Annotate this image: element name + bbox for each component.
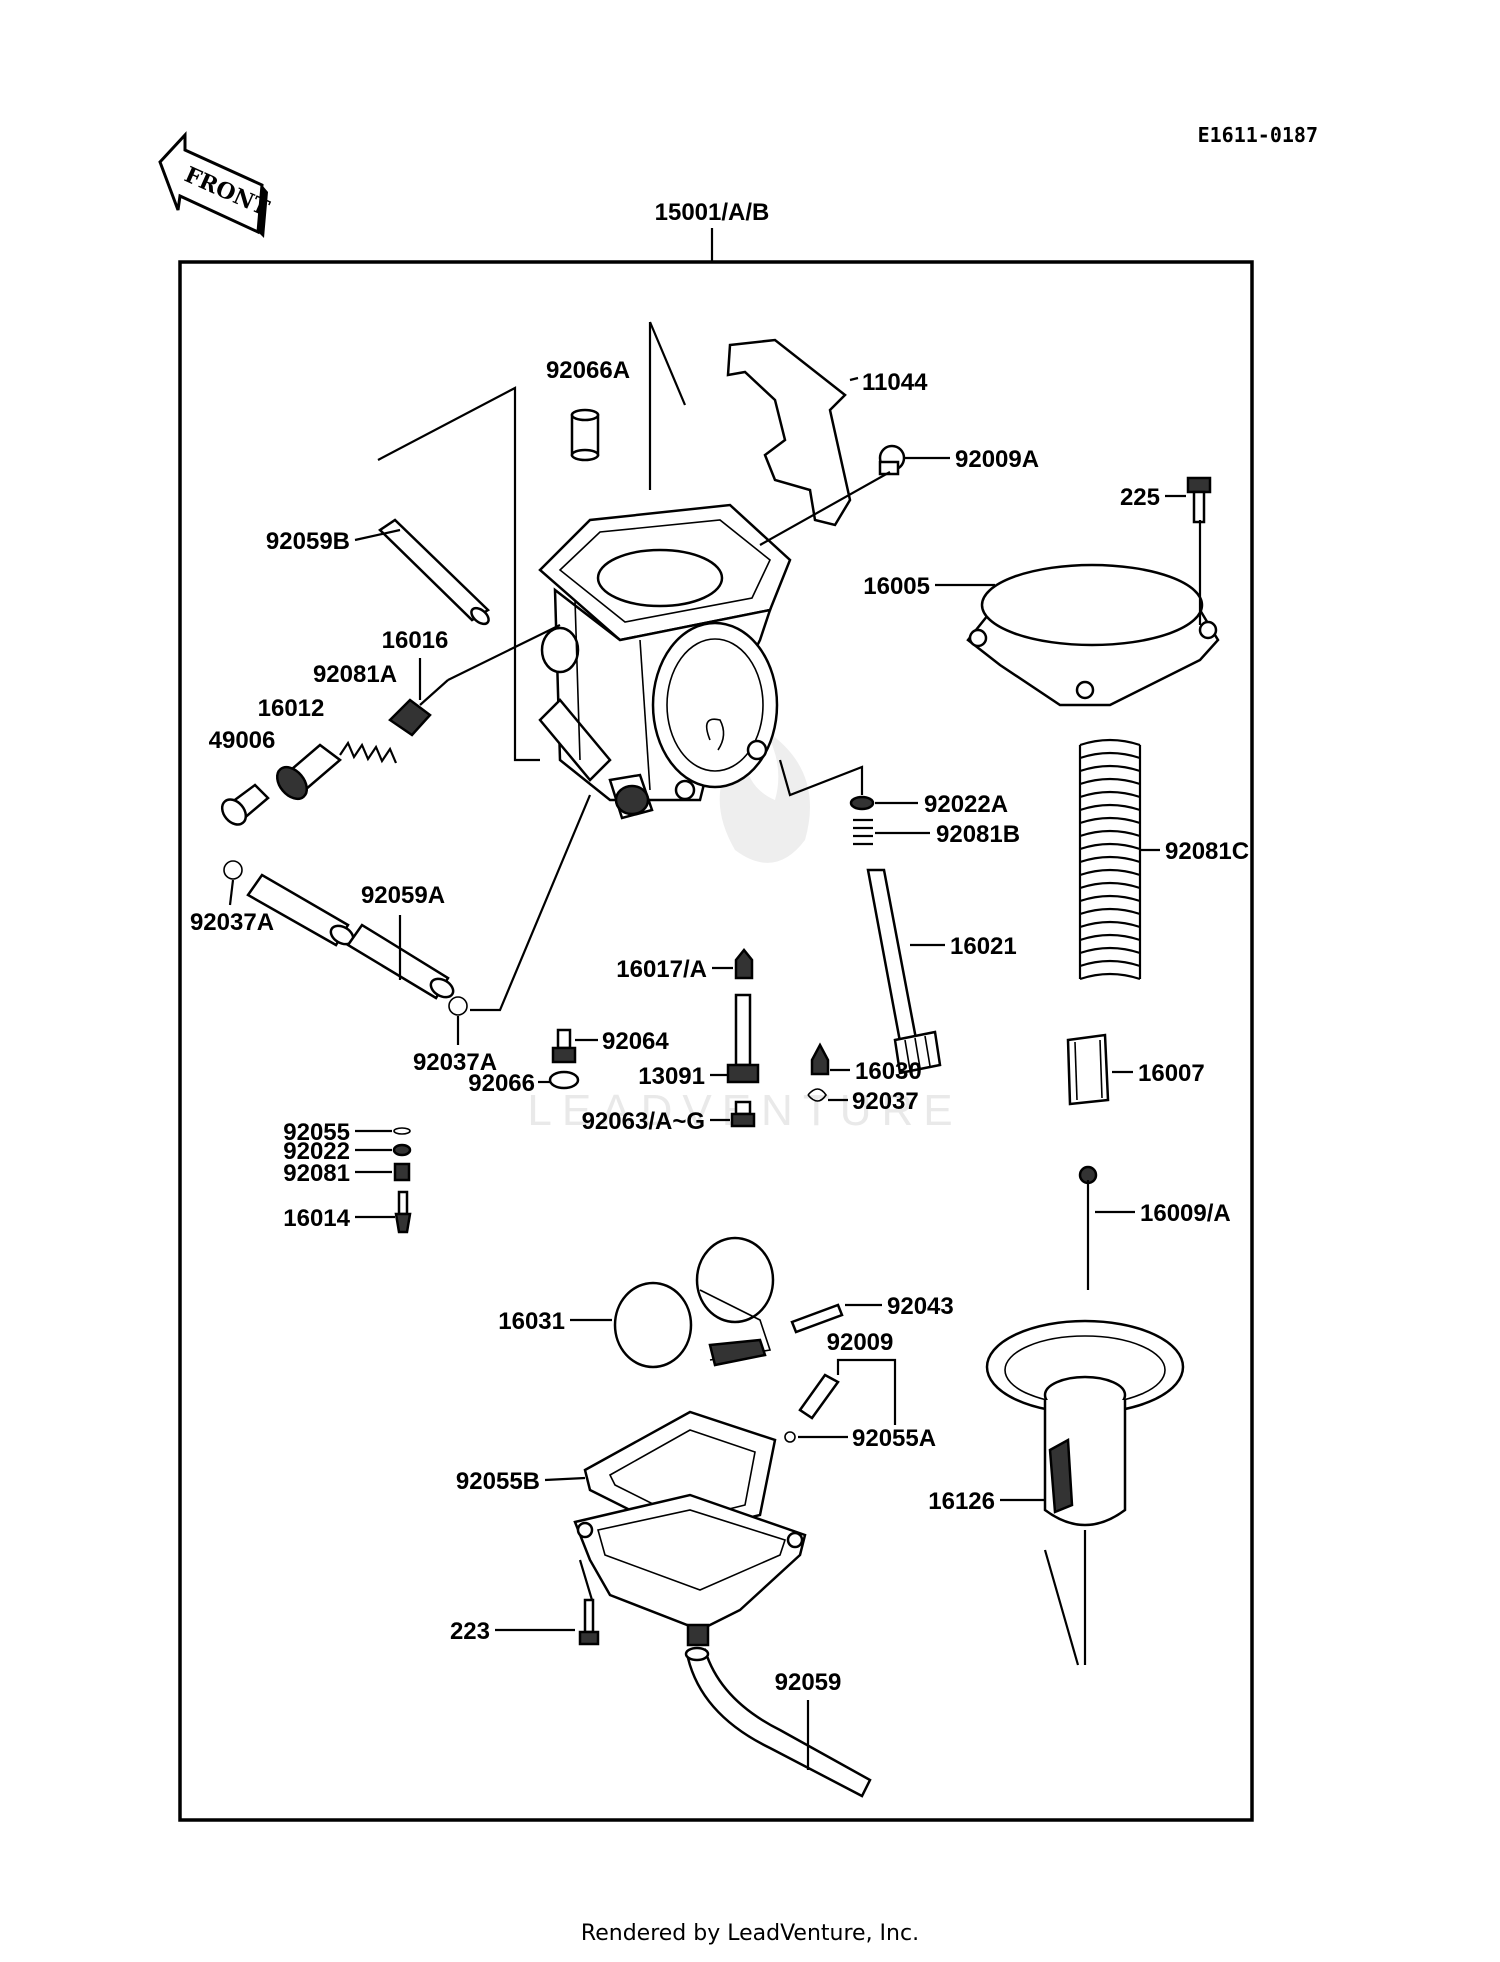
label-13091: 13091 — [638, 1063, 705, 1090]
part-16009A-jet-needle — [1078, 1165, 1098, 1290]
part-92059A-hose — [246, 873, 455, 1000]
part-16021-holder — [866, 868, 942, 1075]
part-92066A-cap — [570, 408, 600, 462]
label-16005: 16005 — [863, 573, 930, 600]
label-11044: 11044 — [862, 369, 928, 396]
label-92059: 92059 — [775, 1669, 842, 1696]
part-13091-needle-jet — [726, 993, 760, 1084]
part-92055B-gasket — [583, 1410, 777, 1537]
label-223: 223 — [450, 1618, 490, 1645]
part-16012 — [275, 743, 342, 801]
part-92043-pin — [790, 1303, 844, 1334]
label-16012: 16012 — [258, 695, 325, 722]
label-92022: 92022 — [283, 1138, 350, 1165]
label-92064: 92064 — [602, 1028, 669, 1055]
part-92037-clip — [807, 1088, 827, 1102]
label-16021: 16021 — [950, 933, 1017, 960]
part-92081B-spring — [853, 818, 873, 846]
label-16007: 16007 — [1138, 1060, 1205, 1087]
float-bowl — [573, 1493, 807, 1647]
carburetor-body — [538, 503, 792, 820]
label-92059B: 92059B — [266, 528, 350, 555]
part-225-screw — [1186, 476, 1212, 524]
label-92081: 92081 — [283, 1160, 350, 1187]
part-92037A-clip-top — [223, 860, 243, 880]
label-92081C: 92081C — [1165, 838, 1249, 865]
label-16030: 16030 — [855, 1058, 922, 1085]
part-11044-bracket — [726, 338, 852, 527]
part-16005-top-cover — [966, 563, 1220, 707]
part-92059-drain-hose — [684, 1646, 872, 1798]
part-92037A-clip-bottom — [448, 996, 468, 1016]
label-92063AG: 92063/A~G — [582, 1108, 705, 1135]
label-49006: 49006 — [209, 727, 276, 754]
label-16017A: 16017/A — [616, 956, 707, 983]
part-92081C-spring — [1078, 738, 1142, 981]
part-16017A-jet — [734, 947, 754, 980]
label-16014: 16014 — [283, 1205, 350, 1232]
part-92055-oring — [393, 1127, 411, 1135]
part-16014-screw — [394, 1190, 412, 1234]
part-92064-screw — [551, 1028, 577, 1064]
label-92037: 92037 — [852, 1088, 919, 1115]
label-92037A-bottom: 92037A — [413, 1049, 497, 1076]
part-92055A-oring — [784, 1431, 796, 1443]
label-92055A: 92055A — [852, 1425, 936, 1452]
part-16126-piston — [985, 1319, 1185, 1527]
part-92059B-hose — [378, 518, 491, 626]
label-16009A: 16009/A — [1140, 1200, 1231, 1227]
label-16016: 16016 — [382, 627, 449, 654]
label-225: 225 — [1120, 484, 1160, 511]
label-92043: 92043 — [887, 1293, 954, 1320]
label-92066: 92066 — [468, 1070, 535, 1097]
label-92066A: 92066A — [546, 357, 630, 384]
label-92055B: 92055B — [456, 1468, 540, 1495]
part-92009-float-valve — [798, 1373, 840, 1420]
label-92081B: 92081B — [936, 821, 1020, 848]
part-16031-float — [613, 1236, 775, 1369]
part-92022-washer — [392, 1143, 412, 1157]
label-16126: 16126 — [928, 1488, 995, 1515]
part-92081-spring — [393, 1162, 411, 1182]
part-16030 — [810, 1042, 830, 1076]
label-92022A: 92022A — [924, 791, 1008, 818]
part-16016-pilot-screw — [388, 679, 449, 737]
label-92009: 92009 — [827, 1329, 894, 1356]
part-92066-oring — [548, 1070, 580, 1090]
label-92055: 92055 — [283, 1119, 350, 1146]
assembly-label: 15001/A/B — [655, 199, 770, 226]
assembly-frame — [178, 260, 1254, 1822]
part-92009A-screw — [878, 444, 906, 476]
label-92037A-top: 92037A — [190, 909, 274, 936]
leader-lines — [228, 321, 1202, 1770]
part-92063-main-jet — [730, 1100, 756, 1128]
part-223-screw — [578, 1598, 600, 1646]
part-16007 — [1066, 1033, 1110, 1106]
part-labels: 92066A 11044 92009A 225 92059B 16005 160… — [190, 357, 1249, 1696]
label-92059A: 92059A — [361, 882, 445, 909]
label-92081A: 92081A — [313, 661, 397, 688]
front-arrow-icon: FRONT — [158, 131, 274, 238]
label-16031: 16031 — [498, 1308, 565, 1335]
label-92009A: 92009A — [955, 446, 1039, 473]
part-92081A-spring — [339, 740, 398, 764]
footer-credit: Rendered by LeadVenture, Inc. — [581, 1921, 919, 1946]
part-92022A-washer — [849, 795, 875, 811]
diagram-code: E1611-0187 — [1198, 123, 1318, 147]
part-49006-cap — [220, 783, 270, 826]
